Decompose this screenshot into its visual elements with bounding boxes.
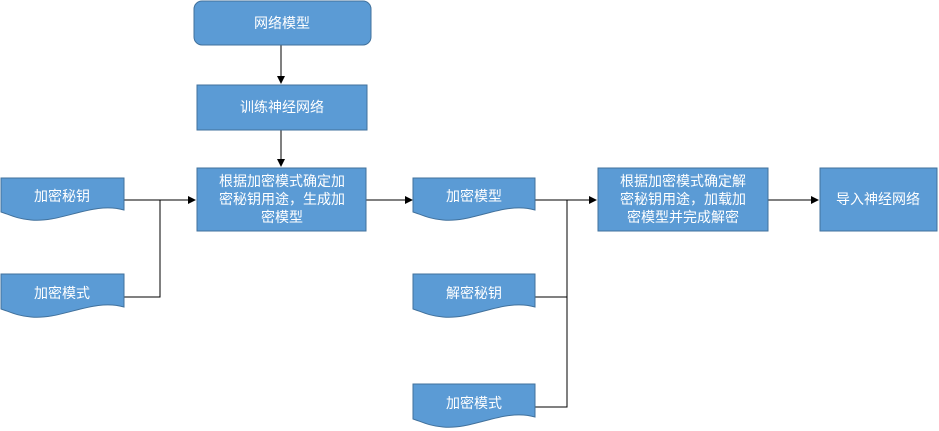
label-line: 解密秘钥 [446,285,502,302]
encryption-key-label: 加密秘钥 [34,188,90,205]
label-line: 导入神经网络 [836,192,920,208]
encryption-model-label: 加密模型 [446,188,502,205]
encryption-mode-left-doc [0,273,125,318]
encryption-mode-left-label: 加密模式 [34,285,90,302]
decryption-key-doc [412,273,536,318]
train-network-box [196,84,368,131]
encryption-model-doc [412,177,536,221]
label-line: 网络模型 [254,16,310,32]
label-line: 加密模型 [446,188,502,205]
network-model-label: 网络模型 [254,16,310,32]
encryption-process-box [196,167,367,232]
decryption-process-label: 根据加密模式确定解密秘钥用途，加载加密模型并完成解密 [620,173,746,226]
encryption-mode-bottom-doc [412,383,536,428]
label-line: 训练神经网络 [240,100,324,116]
import-network-label: 导入神经网络 [836,192,920,208]
label-line: 根据加密模式确定解 [620,173,746,190]
connector-deckey-to-decprocess [535,200,568,298]
decryption-key-label: 解密秘钥 [446,285,502,302]
label-line: 加密秘钥 [34,188,90,205]
connector-encmode-to-process [124,200,161,298]
train-network-label: 训练神经网络 [240,100,324,116]
label-line: 密秘钥用途，生成加 [219,191,345,208]
label-line: 密模型 [261,209,303,226]
label-line: 加密模式 [34,285,90,302]
label-line: 加密模式 [446,395,502,412]
decryption-process-box [597,167,769,232]
encryption-process-label: 根据加密模式确定加密秘钥用途，生成加密模型 [219,173,345,226]
encryption-key-doc [0,177,125,221]
label-line: 密秘钥用途，加载加 [620,191,746,208]
encryption-mode-bottom-label: 加密模式 [446,395,502,412]
network-model-box [193,0,372,46]
import-network-box [819,167,938,232]
label-line: 根据加密模式确定加 [219,173,345,190]
connector-encmode-bottom-to-decprocess [535,297,568,408]
label-line: 密模型并完成解密 [627,209,739,226]
